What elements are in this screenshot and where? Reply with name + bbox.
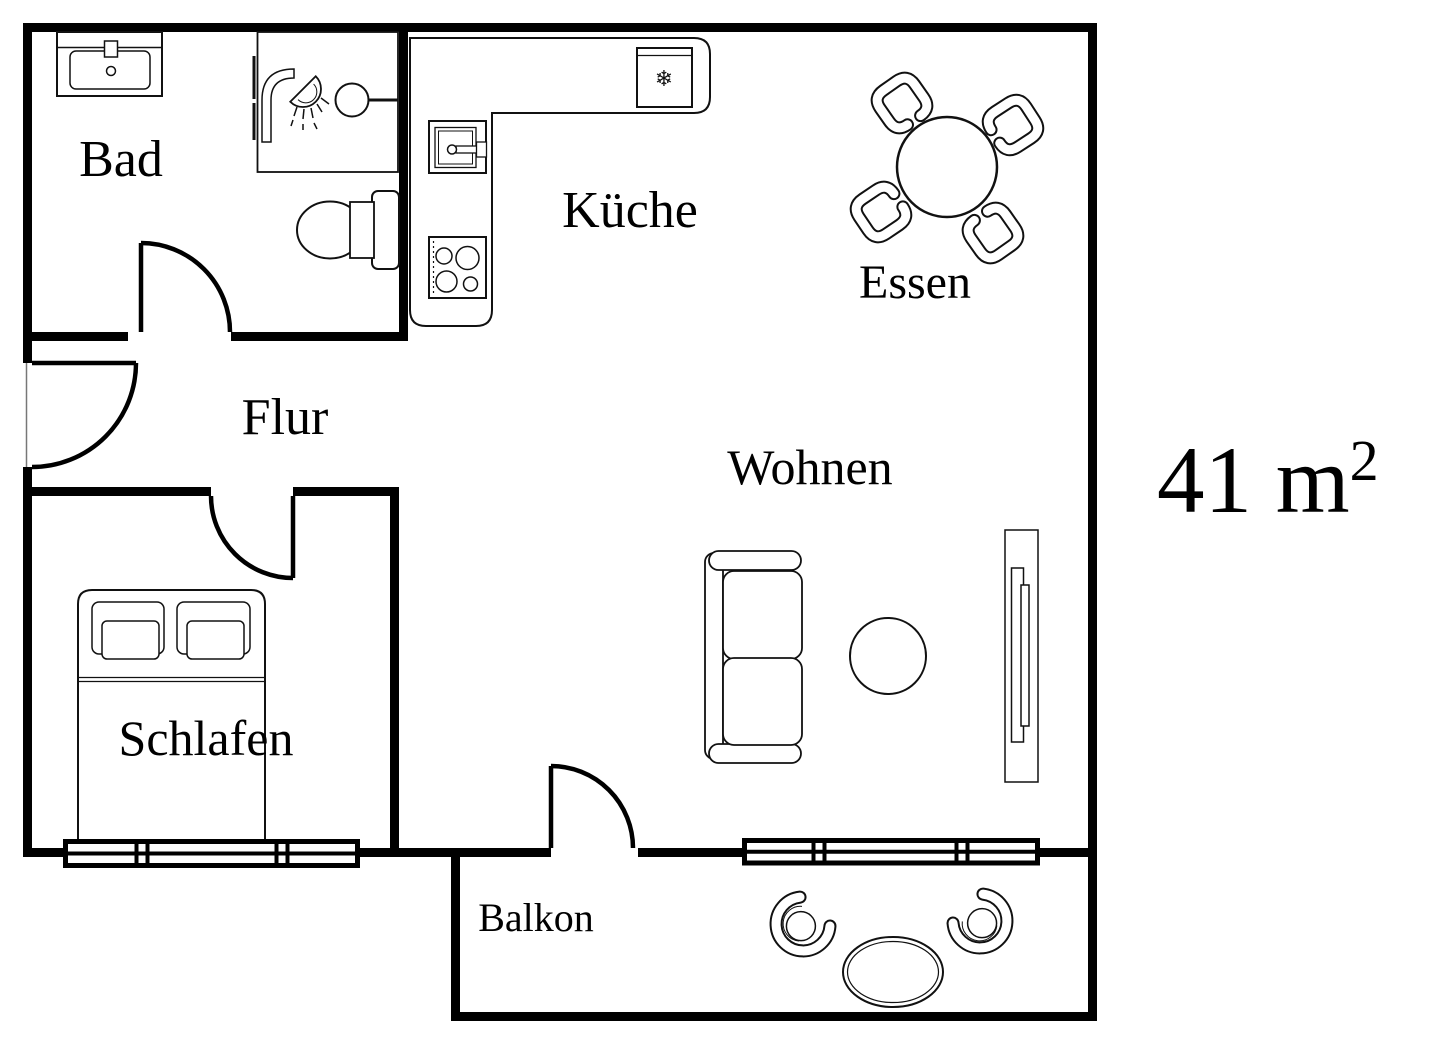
- balcony-chair-icon: [946, 887, 1014, 955]
- room-label-flur: Flur: [242, 389, 329, 446]
- room-labels: Bad Küche Essen Flur Wohnen Schlafen Bal…: [79, 131, 1379, 940]
- room-label-kueche: Küche: [562, 182, 698, 239]
- toilet-icon: [296, 190, 400, 270]
- kitchen-fixtures: ❄: [409, 37, 711, 327]
- tv-sideboard-icon: [1004, 529, 1039, 783]
- dining-chair-icon: [981, 93, 1045, 157]
- balcony-fixtures: [769, 887, 1014, 1008]
- doors: [31, 240, 636, 849]
- wall-segment: [293, 487, 399, 496]
- wall-segment: [231, 332, 408, 341]
- balcony-table-icon: [842, 936, 944, 1008]
- area-label: 41 m2: [1157, 427, 1379, 533]
- room-label-balkon: Balkon: [478, 895, 594, 940]
- wall-segment: [451, 1012, 1097, 1021]
- dining-chair-icon: [849, 180, 913, 244]
- dining-area: [849, 71, 1045, 265]
- area-superscript: 2: [1350, 428, 1379, 493]
- living-area: [704, 529, 1039, 783]
- door-swing-icon: [548, 763, 636, 849]
- pillow-icon: [101, 620, 160, 660]
- wall-segment: [23, 467, 32, 857]
- sofa-icon: [704, 550, 803, 764]
- door-swing-icon: [138, 240, 233, 333]
- area-value: 41 m: [1157, 427, 1350, 533]
- wall-segment: [23, 332, 128, 341]
- door-swing-icon: [31, 360, 139, 470]
- coffee-table-icon: [849, 617, 927, 695]
- bathroom-fixtures: [56, 31, 400, 270]
- wall-segment: [23, 23, 1097, 32]
- window-icon: [63, 839, 360, 868]
- room-label-wohnen: Wohnen: [727, 439, 892, 495]
- pillow-icon: [186, 620, 245, 660]
- wall-segment: [23, 23, 32, 363]
- washbasin-icon: [56, 31, 163, 97]
- door-swing-icon: [208, 495, 296, 581]
- dining-chair-icon: [870, 71, 934, 135]
- balcony-chair-icon: [769, 890, 837, 958]
- stove-icon: [428, 236, 487, 299]
- wall-segment: [1088, 23, 1097, 1021]
- windows: [63, 838, 1040, 868]
- wall-segment: [23, 487, 211, 496]
- fridge-icon: ❄: [636, 47, 693, 108]
- wall-segment: [399, 23, 408, 341]
- snowflake-glyph: ❄: [655, 67, 673, 92]
- shower-spray: [290, 97, 330, 130]
- room-label-schlafen: Schlafen: [119, 710, 294, 766]
- shower-icon: [252, 31, 399, 173]
- room-label-bad: Bad: [79, 131, 163, 188]
- dining-table-icon: [895, 115, 999, 219]
- wall-segment: [451, 848, 460, 1021]
- bedroom-fixtures: [77, 589, 266, 846]
- double-bed-icon: [77, 589, 266, 846]
- dining-chair-icon: [961, 201, 1025, 265]
- room-label-essen: Essen: [859, 256, 971, 309]
- window-icon: [742, 838, 1040, 866]
- kitchen-sink-icon: [428, 120, 488, 174]
- wall-segment: [390, 487, 399, 857]
